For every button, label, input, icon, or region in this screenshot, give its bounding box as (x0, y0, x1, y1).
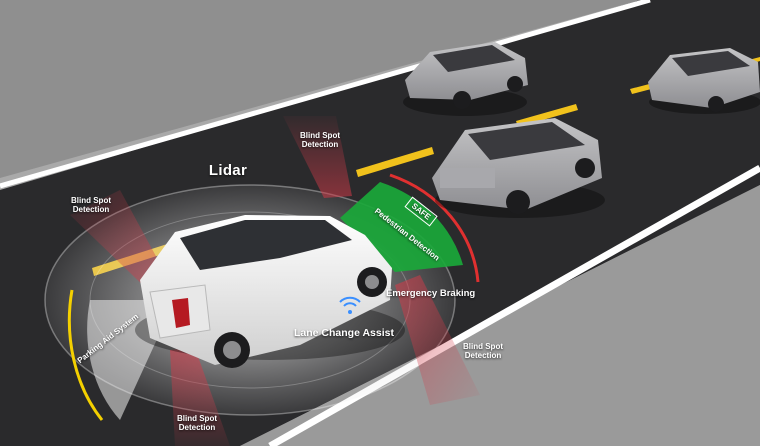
blind-spot-label-left: Blind Spot Detection (71, 196, 111, 215)
gray-car-far (403, 42, 528, 116)
blind-spot-beam-bottom (170, 348, 230, 446)
lidar-ring-outer (44, 184, 456, 416)
gray-car-far-right (648, 48, 760, 114)
parking-aid-arc (67, 289, 104, 421)
lane-change-assist-label: Lane Change Assist (294, 327, 394, 339)
blind-spot-label-top: Blind Spot Detection (300, 131, 340, 150)
blind-spot-label-bottom: Blind Spot Detection (177, 414, 217, 433)
emergency-braking-label: Emergency Braking (386, 288, 476, 299)
blind-spot-label-right: Blind Spot Detection (463, 342, 503, 361)
lidar-label: Lidar (208, 162, 248, 179)
blind-spot-beam-top (283, 116, 352, 198)
gray-car-middle (432, 118, 605, 218)
wifi-signal-icon (339, 296, 361, 314)
blind-spot-beam-left (70, 190, 170, 292)
pedestrian-detection-zone (340, 182, 463, 272)
top-edge-line (0, 0, 651, 189)
emergency-braking-arc (389, 173, 480, 283)
main-white-car (135, 215, 405, 368)
blind-spot-beam-right (395, 275, 480, 405)
